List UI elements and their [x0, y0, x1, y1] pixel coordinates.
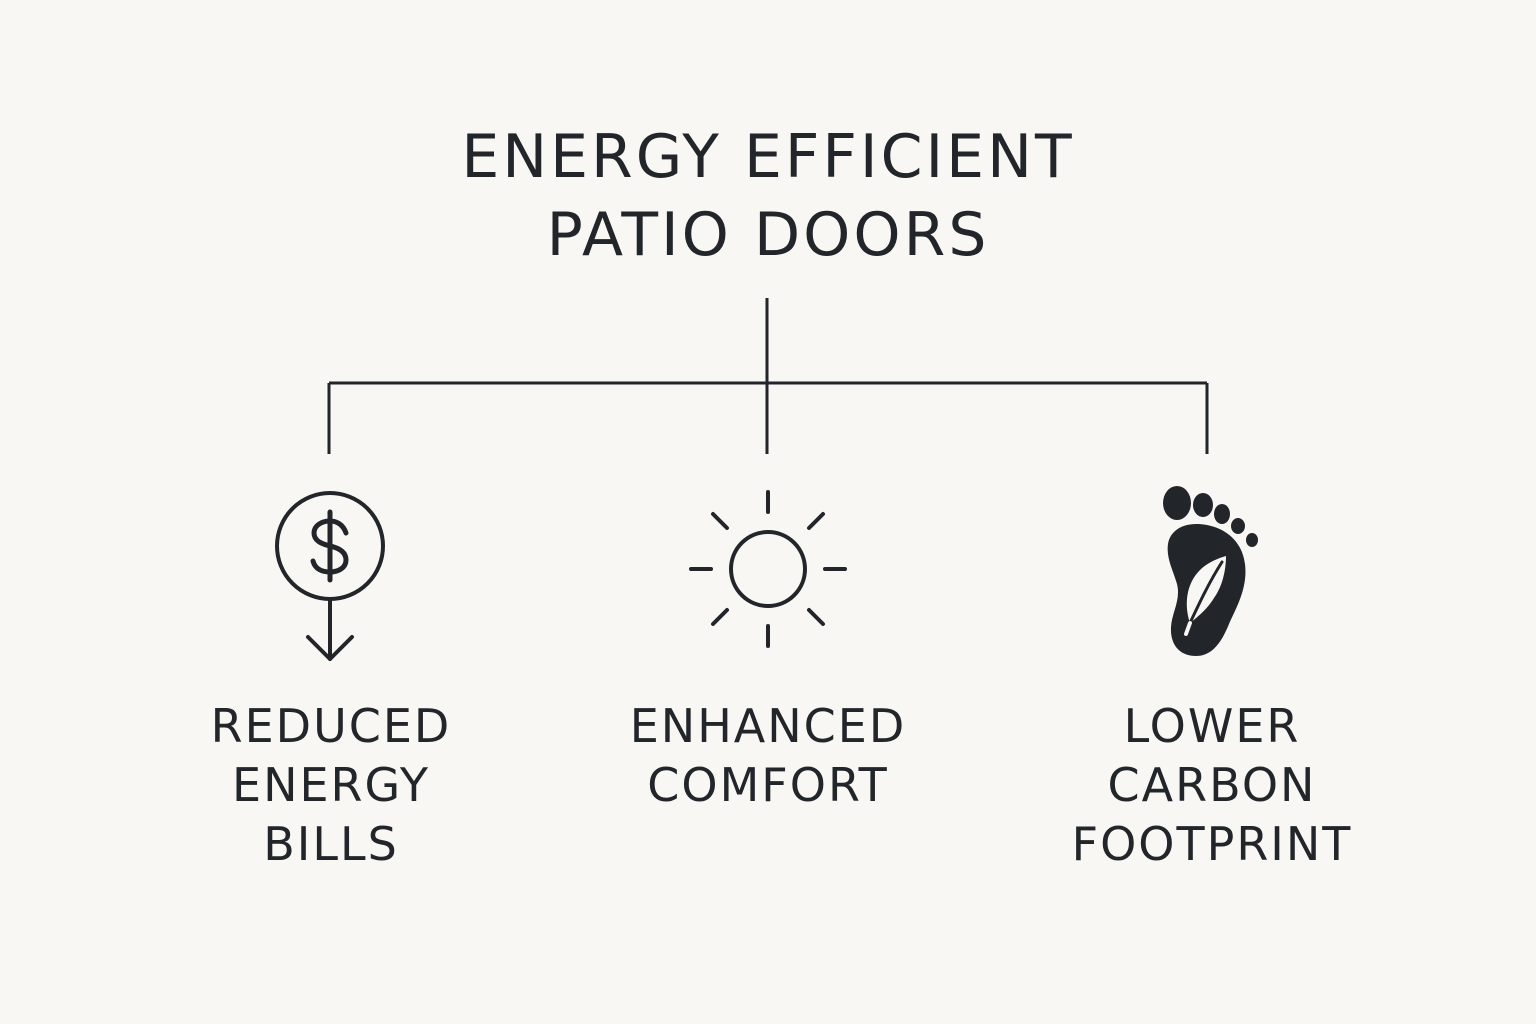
benefit-label-reduced-energy-bills: REDUCED ENERGY BILLS	[131, 697, 531, 874]
benefit-label-line: CARBON	[1107, 758, 1317, 812]
diagram-title: ENERGY EFFICIENT PATIO DOORS	[0, 118, 1536, 274]
benefit-label-line: LOWER	[1123, 699, 1301, 753]
benefit-label-line: COMFORT	[647, 758, 889, 812]
benefit-label-line: ENERGY	[232, 758, 430, 812]
benefit-label-lower-carbon-footprint: LOWER CARBON FOOTPRINT	[1012, 697, 1412, 874]
benefit-label-enhanced-comfort: ENHANCED COMFORT	[568, 697, 968, 815]
benefit-label-line: REDUCED	[210, 699, 452, 753]
sun-icon	[689, 490, 847, 648]
benefit-label-line: BILLS	[263, 817, 399, 871]
benefit-label-line: FOOTPRINT	[1071, 817, 1353, 871]
benefit-label-line: ENHANCED	[629, 699, 907, 753]
footprint-leaf-icon	[1163, 486, 1258, 656]
dollar-down-arrow-icon	[275, 491, 385, 661]
diagram-title-line-1: ENERGY EFFICIENT	[461, 122, 1075, 192]
diagram-title-line-2: PATIO DOORS	[546, 200, 990, 270]
